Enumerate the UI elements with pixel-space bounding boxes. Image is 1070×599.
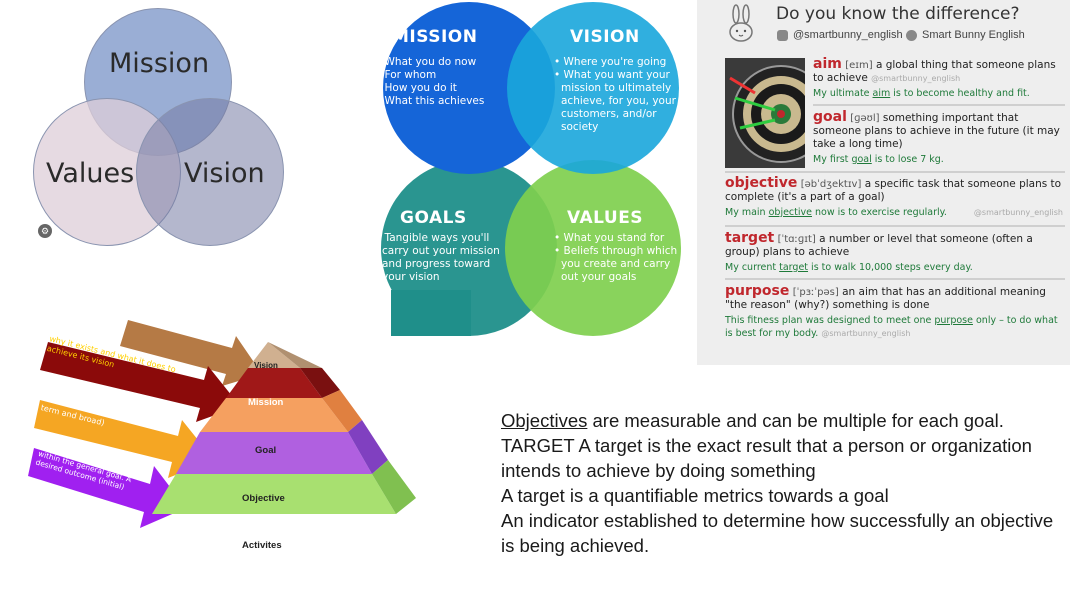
notes-line-indicator: An indicator established to determine ho… [501,510,1054,556]
definition-purpose: purpose [ˈpɜːˈpəs] an aim that has an ad… [725,283,1058,339]
instagram-icon [777,30,788,41]
definition-goal: goal [ɡəʊl] something important that som… [813,109,1060,165]
level-activities-shape [152,474,396,514]
list-item: What you want your mission to ultimately… [554,69,680,134]
level-goal-shape [200,398,348,432]
definition-target: target [ˈtɑːɡɪt] a number or level that … [725,230,1033,273]
image-search-icon[interactable]: ⚙ [38,224,52,238]
pyramid-graphic [28,320,416,528]
arrow-vision [120,320,262,386]
definition-aim: aim [eɪm] a global thing that someone pl… [813,56,1056,99]
arrow-objective [28,448,186,528]
smart-bunny-panel: Do you know the difference? @smartbunny_… [697,0,1070,365]
goals-tail [391,290,471,336]
level-vision-label: Vision [254,361,278,370]
list-item: What you stand for [554,232,680,245]
notes-text-block: Objectives are measurable and can be mul… [501,408,1061,558]
values-title: VALUES [567,208,644,228]
dartboard-image [725,58,805,168]
list-item: How you do it [375,82,505,95]
level-objective-label: Objective [242,493,285,504]
goals-title: GOALS [400,208,467,228]
list-item: Tangible ways you'll carry out your miss… [375,232,501,284]
level-objective-shape [176,432,372,474]
arrow-goal [34,400,214,478]
level-vision-shape [248,342,300,368]
list-item: What you do now [375,56,505,69]
bunny-icon [729,4,753,42]
notes-line-metrics: A target is a quantifiable metrics towar… [501,485,889,506]
mvgv-circles [345,2,695,340]
facebook-icon [906,30,917,41]
level-activities-label: Activites [242,540,282,551]
mission-list: What you do now For whom How you do it W… [375,56,505,108]
notes-line-objectives: Objectives are measurable and can be mul… [501,410,1004,431]
list-item: Beliefs through which you create and car… [554,245,680,284]
vision-title: VISION [570,27,640,47]
bottom-clip [345,336,695,340]
list-item: For whom [375,69,505,82]
facebook-name: Smart Bunny English [922,29,1025,41]
list-item: What this achieves [375,95,505,108]
vision-circle [136,98,284,246]
goals-list: Tangible ways you'll carry out your miss… [375,232,501,284]
mission-title: MISSION [392,27,478,47]
definition-objective: objective [əbˈdʒektɪv] a specific task t… [725,175,1063,218]
arrow-mission [40,342,240,422]
panel-title: Do you know the difference? [776,4,1020,24]
vision-list: Where you're going What you want your mi… [554,56,680,134]
level-mission-shape [226,368,322,398]
list-item: Where you're going [554,56,680,69]
mission-label: Mission [109,48,210,79]
dartboard-icon [729,65,805,163]
notes-line-target: TARGET A target is the exact result that… [501,435,1032,481]
instagram-handle: @smartbunny_english [793,29,903,41]
values-label: Values [46,158,135,189]
level-goal-label: Goal [255,445,277,456]
level-mission-label: Mission [248,397,284,408]
vision-label: Vision [184,158,265,189]
values-list: What you stand for Beliefs through which… [554,232,680,284]
